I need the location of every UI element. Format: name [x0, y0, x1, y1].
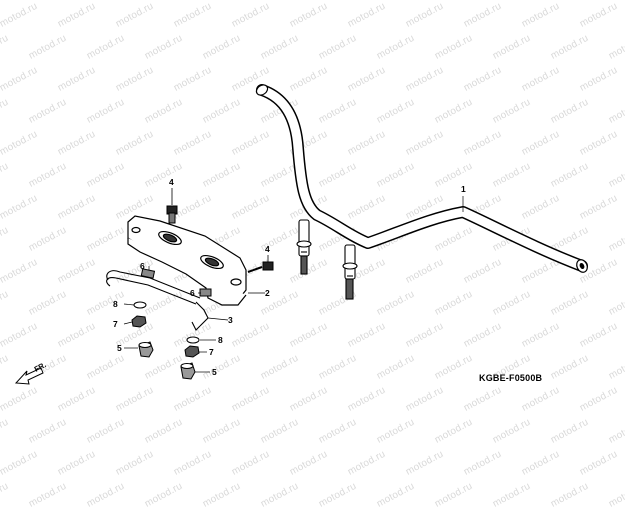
front-direction-label: FR. — [33, 360, 48, 374]
handlebar-post-right — [342, 244, 358, 300]
bolt-side — [247, 255, 274, 273]
clip-right — [199, 288, 212, 297]
callout-grommet-right: 5 — [212, 367, 217, 377]
callout-clip-left: 6 — [140, 261, 145, 271]
watermark-text: motod.ru — [491, 480, 533, 510]
watermark-text: motod.ru — [433, 480, 475, 510]
callout-upper-holder: 2 — [265, 288, 270, 298]
front-direction-arrow: FR. — [14, 360, 48, 385]
callout-nut-left: 7 — [113, 319, 118, 329]
callout-clamp-wire: 3 — [228, 315, 233, 325]
callout-bolt-top: 4 — [169, 177, 174, 187]
grommet-right — [180, 362, 196, 380]
leader-lines — [123, 196, 464, 373]
upper-holder-part — [127, 215, 247, 306]
callout-washer-left: 8 — [113, 299, 118, 309]
watermark-text: motod.ru — [317, 480, 359, 510]
callout-nut-right: 7 — [209, 347, 214, 357]
handlebar-exploded-diagram: 1 2 3 4 4 5 5 6 6 7 7 8 8 FR. KGBE-F0500… — [14, 84, 588, 385]
clamp-wire-part — [106, 270, 209, 331]
callout-clip-right: 6 — [190, 288, 195, 298]
nut-right — [184, 345, 200, 358]
watermark-text: motod.ru — [85, 480, 127, 510]
watermark-text: motod.ru — [607, 480, 625, 510]
watermark-text: motod.ru — [27, 480, 69, 510]
watermark-text: motod.ru — [375, 480, 417, 510]
handlebar-post-left — [296, 219, 312, 275]
watermark-text: motod.ru — [0, 480, 11, 510]
clip-left — [140, 268, 156, 279]
callout-handlebar: 1 — [461, 184, 466, 194]
watermark-text: motod.ru — [143, 480, 185, 510]
callout-washer-right: 8 — [218, 335, 223, 345]
watermark-text: motod.ru — [259, 480, 301, 510]
nut-left — [131, 315, 147, 328]
diagram-part-code: KGBE-F0500B — [479, 373, 543, 383]
bolt-top — [166, 188, 178, 224]
grommet-left — [138, 341, 154, 358]
watermark-text: motod.ru — [549, 480, 591, 510]
callout-bolt-side: 4 — [265, 244, 270, 254]
washer-right — [186, 336, 200, 344]
callout-grommet-left: 5 — [117, 343, 122, 353]
washer-left — [133, 301, 147, 309]
watermark-text: motod.ru — [201, 480, 243, 510]
handlebar-part — [255, 84, 588, 273]
